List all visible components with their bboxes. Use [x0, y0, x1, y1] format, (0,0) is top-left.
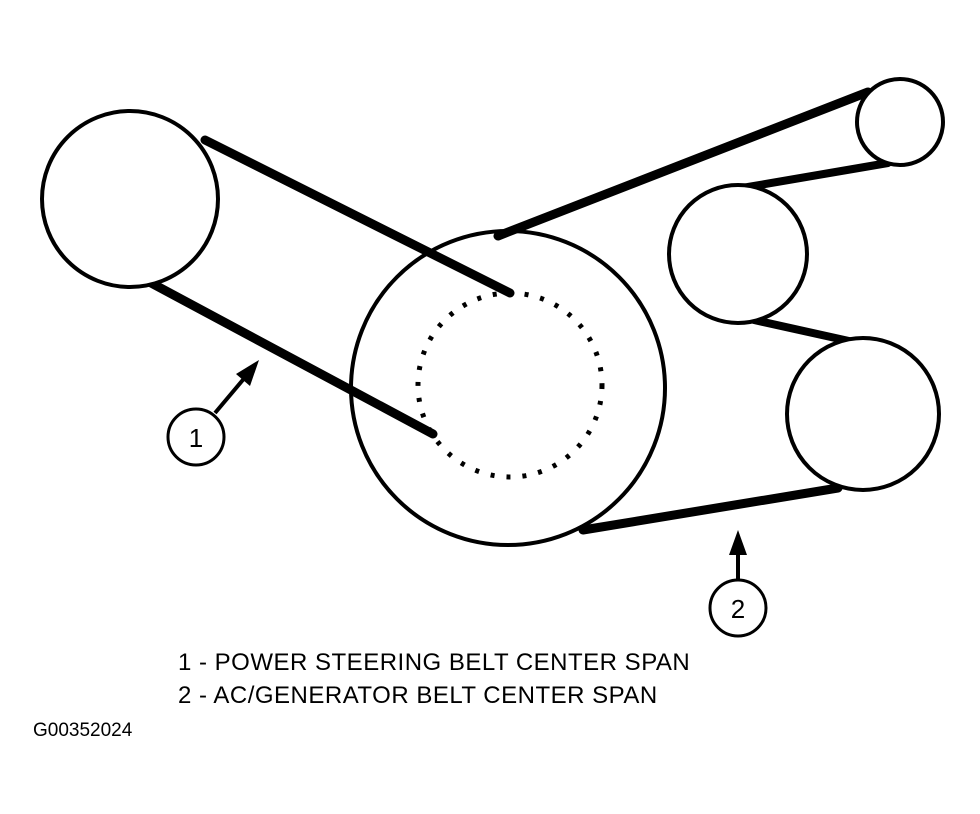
callout-1-number: 1	[189, 423, 203, 453]
power-steering-belt	[135, 135, 515, 439]
figure-id: G00352024	[33, 720, 133, 741]
power-steering-pulley	[40, 109, 220, 289]
callout-2: 2	[708, 530, 768, 638]
callout-2-number: 2	[731, 594, 745, 624]
callout-1: 1	[166, 360, 259, 467]
tensioner-pulley	[667, 183, 809, 325]
ac-generator-belt	[493, 87, 892, 535]
crankshaft-pulley	[349, 229, 667, 547]
idler-pulley-top	[855, 77, 945, 167]
callout-2-arrowhead	[729, 530, 747, 555]
generator-ac-pulley	[785, 336, 941, 492]
inner-pulley-dotted	[415, 290, 605, 480]
legend-item-2: 2 - AC/GENERATOR BELT CENTER SPAN	[178, 682, 658, 709]
legend-item-1: 1 - POWER STEERING BELT CENTER SPAN	[178, 649, 691, 676]
callout-1-arrowhead	[236, 360, 259, 386]
